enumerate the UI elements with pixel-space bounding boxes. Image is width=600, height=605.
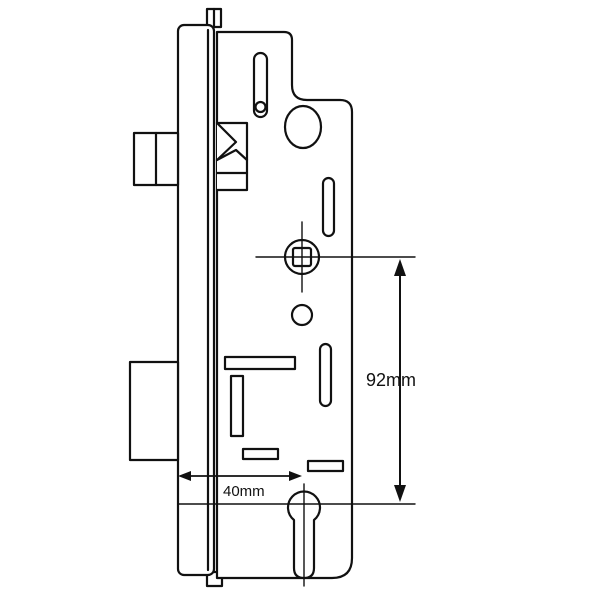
- top-tab: [205, 7, 223, 29]
- vertical-slot-left: [229, 374, 245, 438]
- upper-right-slot: [321, 176, 336, 238]
- horizontal-dimension: [178, 471, 302, 481]
- reference-lines: [177, 221, 416, 587]
- top-slot: [252, 51, 269, 119]
- upper-latch: [132, 131, 180, 187]
- right-slot-middle: [318, 342, 333, 408]
- lower-slot-right: [306, 459, 345, 473]
- vertical-dimension: [394, 259, 406, 502]
- lock-case: [215, 30, 354, 580]
- small-hole: [290, 303, 314, 327]
- lower-slot-left: [241, 447, 280, 461]
- deadbolt: [128, 360, 180, 462]
- latch-cam: [215, 121, 249, 192]
- vertical-dimension-label: 92mm: [366, 370, 416, 390]
- oval-hole: [283, 104, 323, 150]
- horizontal-slot: [223, 355, 297, 371]
- horizontal-dimension-label: 40mm: [223, 483, 265, 500]
- faceplate: [176, 23, 216, 577]
